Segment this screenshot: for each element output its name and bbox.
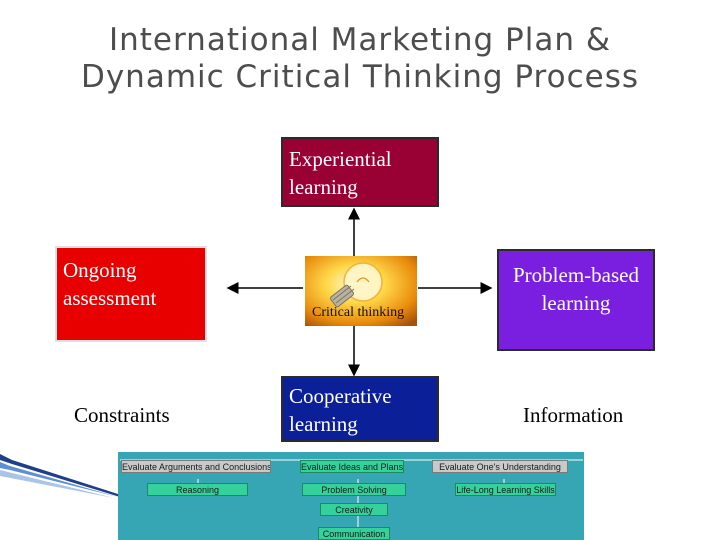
panel-evaluate-arguments: Evaluate Arguments and Conclusions — [121, 460, 271, 473]
panel-communication: Communication — [318, 527, 390, 540]
critical-thinking-label: Critical thinking — [312, 305, 405, 320]
information-label: Information — [523, 403, 624, 427]
skills-panel: Evaluate Arguments and Conclusions Evalu… — [118, 452, 584, 540]
panel-evaluate-ideas: Evaluate Ideas and Plans — [300, 460, 404, 473]
critical-thinking-image — [305, 256, 417, 326]
ongoing-assessment-box: Ongoing assessment — [55, 246, 207, 342]
decorative-swoosh — [0, 454, 120, 498]
cooperative-learning-box: Cooperative learning — [281, 376, 439, 442]
panel-reasoning: Reasoning — [147, 483, 248, 496]
problem-based-learning-box: Problem-based learning — [497, 249, 655, 351]
panel-creativity: Creativity — [320, 503, 388, 516]
experiential-learning-box: Experiential learning — [281, 137, 439, 207]
title-line-2: Dynamic Critical Thinking Process — [80, 59, 640, 95]
panel-evaluate-understanding: Evaluate One's Understanding — [432, 460, 568, 473]
title-line-1: International Marketing Plan & — [108, 22, 612, 58]
page-title: International Marketing Plan & Dynamic C… — [0, 22, 720, 96]
constraints-label: Constraints — [74, 403, 170, 427]
light-bulb-icon — [305, 256, 417, 326]
panel-problem-solving: Problem Solving — [302, 483, 406, 496]
panel-life-long-learning: Life-Long Learning Skills — [455, 483, 556, 496]
